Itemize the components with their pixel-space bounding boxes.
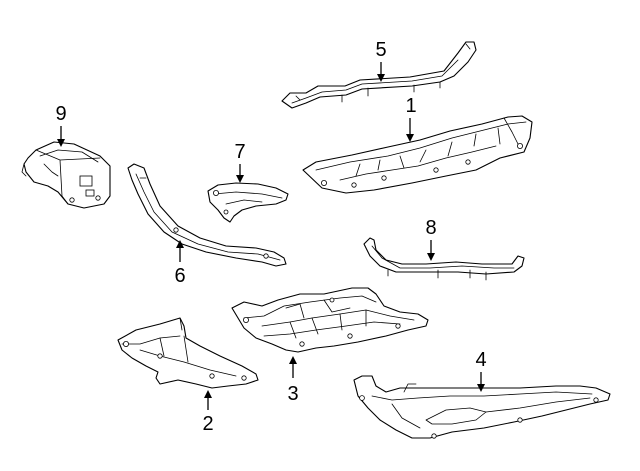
callout-6: 6: [174, 240, 186, 287]
part-7-small-cover[interactable]: [207, 182, 289, 223]
callout-label-1: 1: [405, 95, 416, 117]
part-2-front-undercover[interactable]: [117, 317, 259, 389]
part-4-rear-undercover[interactable]: [353, 375, 611, 439]
callout-9: 9: [55, 103, 67, 147]
callout-4: 4: [475, 349, 487, 392]
callout-label-4: 4: [475, 349, 486, 371]
callout-3: 3: [287, 356, 299, 405]
callout-label-6: 6: [174, 265, 185, 287]
callout-label-2: 2: [202, 413, 213, 435]
callout-7: 7: [234, 141, 246, 183]
callout-5: 5: [375, 39, 387, 82]
part-8-side-brace[interactable]: [363, 237, 525, 281]
part-5-rail-bracket[interactable]: [281, 41, 477, 109]
part-9-box-bracket[interactable]: [21, 141, 111, 209]
callout-label-9: 9: [55, 103, 66, 125]
callout-8: 8: [425, 217, 437, 261]
part-1-engine-under-cover[interactable]: [302, 115, 533, 194]
callout-label-7: 7: [234, 141, 245, 163]
callout-1: 1: [405, 95, 417, 142]
callout-label-5: 5: [375, 39, 386, 61]
callout-2: 2: [202, 390, 214, 435]
part-6-diagonal-brace[interactable]: [127, 163, 287, 267]
callout-label-8: 8: [425, 217, 436, 239]
callout-label-3: 3: [287, 383, 298, 405]
part-3-center-undercover[interactable]: [231, 287, 429, 353]
